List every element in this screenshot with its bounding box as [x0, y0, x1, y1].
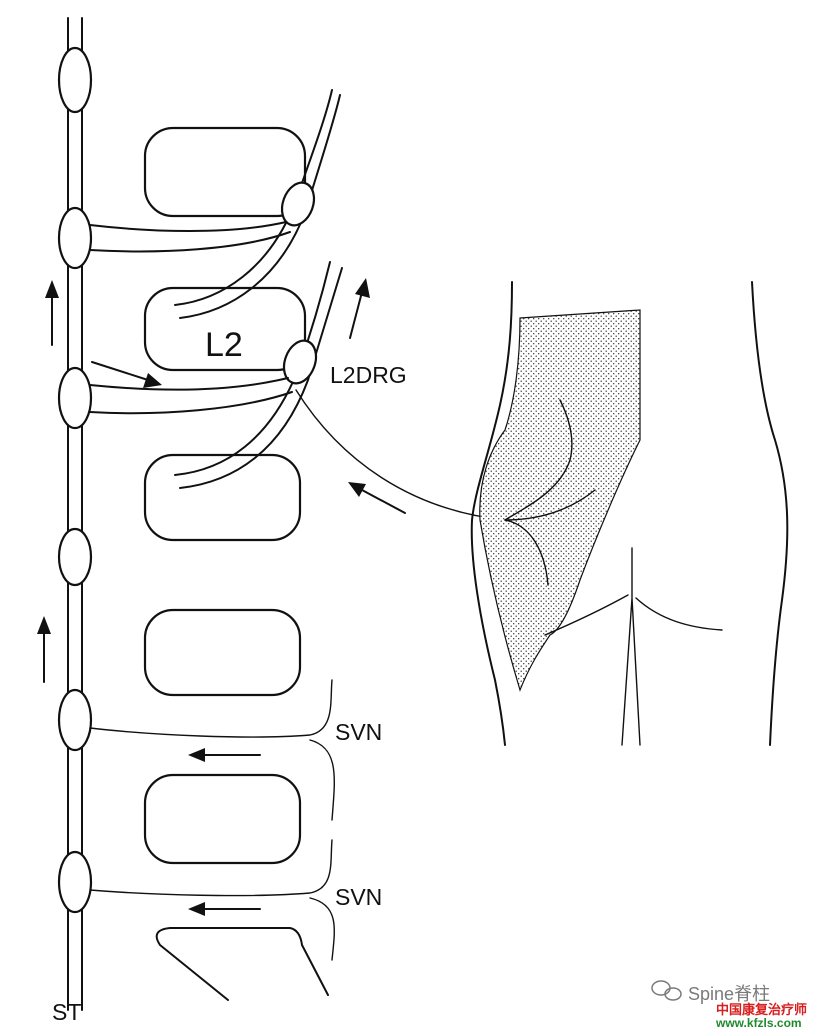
vertebral-body [145, 610, 300, 695]
l2-label: L2 [205, 326, 243, 364]
crease-right [636, 598, 722, 630]
svn-lower-label: SVN [335, 884, 382, 910]
st-label: ST [52, 999, 81, 1025]
up-arrow-icon [350, 278, 370, 338]
hip-outline-right [752, 282, 787, 745]
vertebral-body [145, 128, 305, 216]
genitalia-outline [622, 548, 640, 745]
watermark: Spine脊柱 中国康复治疗师 www.kfzls.com [652, 981, 807, 1030]
left-arrow-icon [188, 902, 260, 916]
up-arrow-icon [45, 280, 59, 345]
trunk-ganglion [59, 368, 91, 428]
groin-illustration [472, 282, 788, 745]
watermark-brand: Spine脊柱 [688, 984, 770, 1004]
l2drg-label: L2DRG [330, 362, 407, 388]
watermark-site-url: www.kfzls.com [715, 1016, 802, 1030]
trunk-ganglion [59, 852, 91, 912]
trunk-ganglion [59, 529, 91, 585]
svn-upper-label: SVN [335, 719, 382, 745]
trunk-ganglion [59, 48, 91, 112]
right-arrow-icon [92, 362, 162, 388]
groin-dermatome-stipple [480, 310, 640, 690]
vertebral-bodies [145, 128, 328, 1000]
trunk-ganglion [59, 690, 91, 750]
trunk-ganglia [59, 48, 91, 912]
trunk-ganglion [59, 208, 91, 268]
vertebral-body [145, 775, 300, 863]
up-arrow-icon [37, 616, 51, 682]
watermark-site-cn: 中国康复治疗师 [716, 1002, 807, 1017]
chat-bubble-icon [652, 981, 681, 1000]
left-arrow-icon [188, 748, 260, 762]
nerve-to-groin [296, 390, 505, 520]
vertebral-body [145, 455, 300, 540]
vertebral-body-partial [157, 928, 328, 1000]
